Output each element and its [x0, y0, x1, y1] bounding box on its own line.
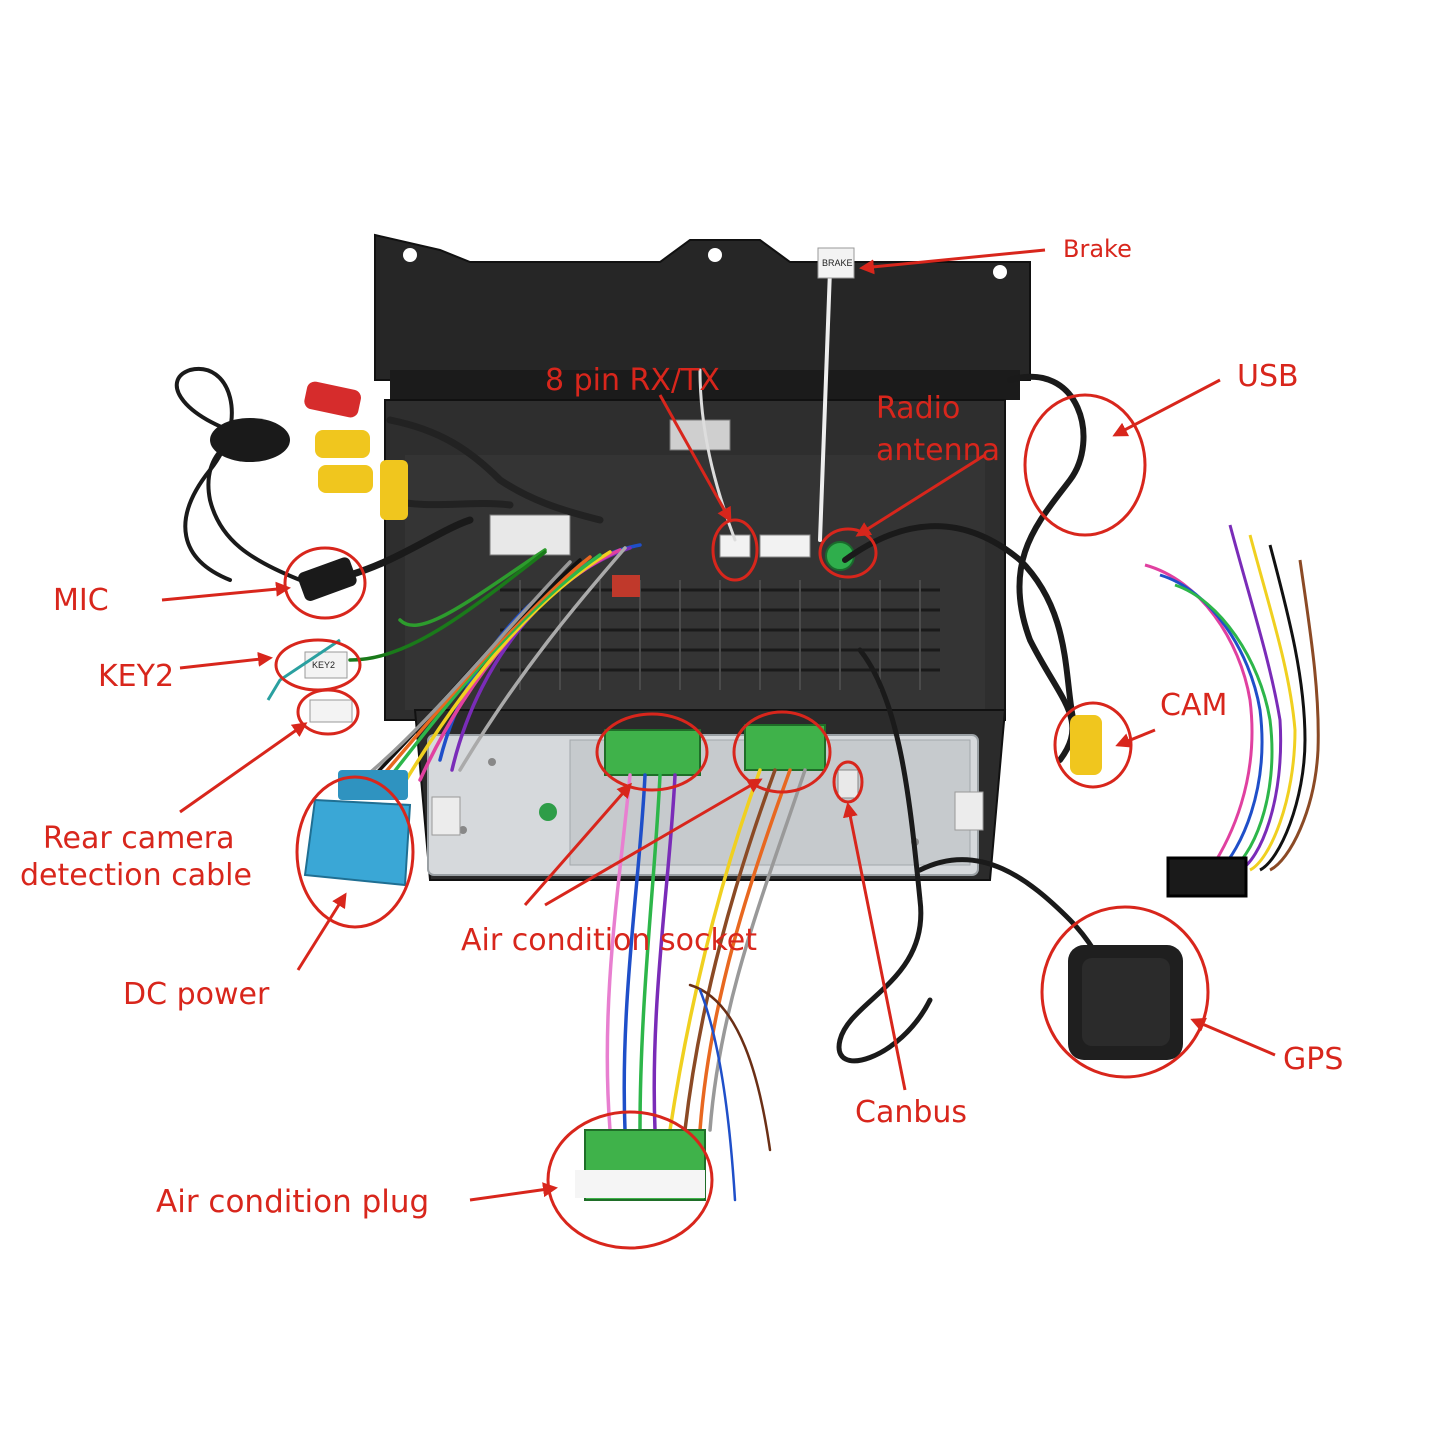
dc-power-box — [303, 770, 412, 887]
key2-tag: KEY2 — [266, 638, 353, 723]
iso-harness — [1144, 524, 1320, 898]
label-antenna: antenna — [876, 433, 1001, 468]
label-8pin-rxtx: 8 pin RX/TX — [545, 363, 720, 398]
brake-tag-text: BRAKE — [822, 258, 853, 268]
label-air-condition-plug: Air condition plug — [156, 1184, 430, 1220]
key2-tag-text: KEY2 — [312, 660, 335, 670]
label-key2: KEY2 — [98, 659, 175, 694]
label-rear-camera: Rear camera — [43, 821, 235, 856]
ac-plug-connector — [575, 1129, 706, 1201]
ac-socket-connectors — [604, 724, 859, 799]
label-air-condition-socket: Air condition socket — [461, 923, 757, 958]
rca-plugs — [304, 381, 1102, 775]
label-detection-cable: detection cable — [20, 858, 252, 893]
mic-device — [210, 418, 357, 601]
label-mic: MIC — [53, 583, 109, 618]
label-usb: USB — [1237, 359, 1299, 394]
callout-arrows — [161, 248, 1276, 1202]
highlight-circles — [274, 393, 1210, 1250]
wire-harness — [174, 268, 1113, 1202]
label-brake: Brake — [1063, 235, 1132, 263]
label-canbus: Canbus — [855, 1095, 968, 1130]
gps-module — [1068, 945, 1183, 1060]
brake-tag: BRAKE — [817, 247, 855, 279]
label-gps: GPS — [1283, 1042, 1344, 1077]
label-radio: Radio — [876, 391, 961, 426]
label-cam: CAM — [1160, 688, 1228, 723]
label-dc-power: DC power — [123, 977, 270, 1012]
head-unit — [374, 233, 1031, 881]
